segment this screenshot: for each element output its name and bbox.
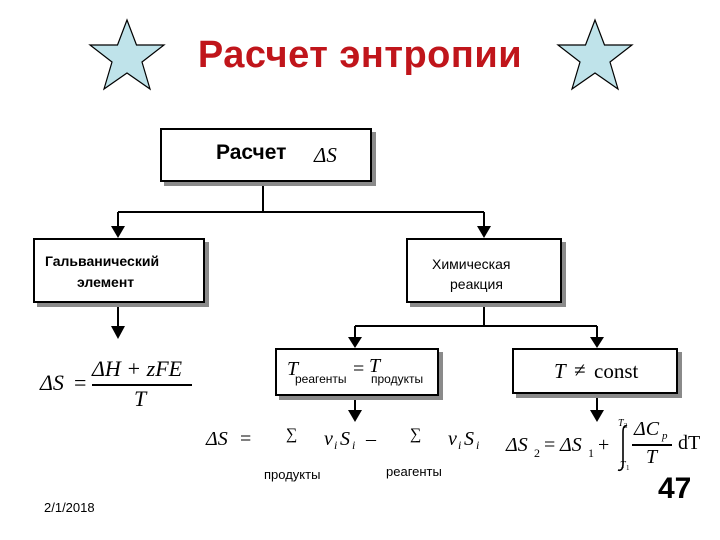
integral-sign xyxy=(617,425,628,472)
reaction-label-line2: реакция xyxy=(450,276,503,292)
cond-t2: T xyxy=(369,355,381,377)
if-fraction-bar xyxy=(632,444,672,446)
if-rhs1-sub: 1 xyxy=(588,446,594,460)
galvanic-formula: ΔS = ΔH + zFE T xyxy=(40,356,200,416)
rf-sum2: ∑ xyxy=(410,426,422,443)
slide-number: 47 xyxy=(658,472,692,505)
rf-nu1: ν xyxy=(324,428,333,450)
reaction-entropy-formula: ΔS = ∑ ν i S i – ∑ ν i S i xyxy=(206,426,496,458)
root-symbol-text: ΔS xyxy=(314,143,337,167)
gf-lhs: ΔS xyxy=(40,370,64,395)
if-upper-sub: 2 xyxy=(624,422,628,430)
gf-eq: = xyxy=(74,370,87,395)
galvanic-label-line2: элемент xyxy=(77,274,135,290)
rf-nu2: ν xyxy=(448,428,457,450)
rf-s2: S xyxy=(464,428,474,450)
cond-equals: = xyxy=(353,358,365,380)
if-lhs-sub: 2 xyxy=(534,446,540,460)
cond-right-t: T xyxy=(554,359,566,383)
rf-eq: = xyxy=(240,428,252,450)
cond-sub-products: продукты xyxy=(371,372,424,386)
if-dt: dT xyxy=(678,432,701,454)
cond-right-neq: ≠ xyxy=(574,358,586,382)
reaction-label-line1: Химическая xyxy=(432,256,511,272)
cond-t1: T xyxy=(287,358,299,380)
galvanic-label-line1: Гальванический xyxy=(45,253,160,269)
star-icon xyxy=(556,18,634,91)
rf-s1-sub: i xyxy=(352,438,356,452)
if-rhs1: ΔS xyxy=(560,434,582,456)
if-numerator: ΔC xyxy=(634,418,660,440)
if-lower-sub: 1 xyxy=(626,464,630,472)
integral-entropy-formula: ΔS 2 = ΔS 1 + T 2 T 1 ΔC p T dT xyxy=(506,418,712,478)
rf-nu1-sub: i xyxy=(334,438,338,452)
chemical-reaction-box: Химическая реакция xyxy=(406,238,562,303)
cond-right-const: const xyxy=(594,359,639,383)
gf-fraction-bar xyxy=(92,384,192,386)
rf-s1: S xyxy=(340,428,350,450)
condition-variable-temp-box: T ≠ const xyxy=(512,348,678,394)
rf-sum1: ∑ xyxy=(286,426,298,443)
if-upper: T xyxy=(618,418,624,429)
galvanic-cell-box: Гальванический элемент xyxy=(33,238,205,303)
cond-sub-reagents: реагенты xyxy=(295,372,347,386)
if-lhs: ΔS xyxy=(506,434,528,456)
if-num-sub: p xyxy=(662,430,668,442)
star-icon xyxy=(88,18,166,91)
label-products: продукты xyxy=(264,467,321,482)
rf-s2-sub: i xyxy=(476,438,480,452)
condition-equal-temp-box: T реагенты = T продукты xyxy=(275,348,439,396)
gf-numerator: ΔH + zFE xyxy=(92,356,183,381)
if-denominator: T xyxy=(646,446,658,468)
root-box: Расчет ΔS xyxy=(160,128,372,182)
slide-date: 2/1/2018 xyxy=(44,500,95,515)
root-symbol: ΔS xyxy=(314,143,337,168)
label-reagents: реагенты xyxy=(386,464,442,479)
if-lower: T xyxy=(620,460,626,471)
rf-lhs: ΔS xyxy=(206,428,228,450)
rf-minus: – xyxy=(366,428,376,450)
rf-nu2-sub: i xyxy=(458,438,462,452)
page-title: Расчет энтропии xyxy=(197,34,523,76)
gf-denominator: T xyxy=(134,386,147,411)
if-plus: + xyxy=(598,434,610,456)
root-label: Расчет xyxy=(216,141,287,164)
if-eq: = xyxy=(544,434,556,456)
